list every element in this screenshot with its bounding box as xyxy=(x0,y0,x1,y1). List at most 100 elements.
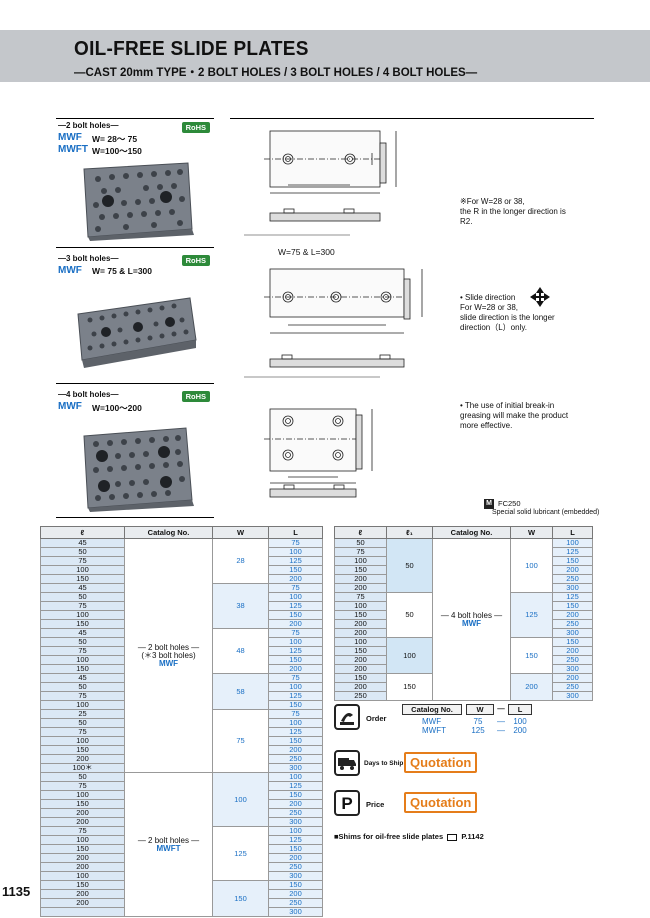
note-slide-direction: • Slide direction For W=28 or 38, slide … xyxy=(460,293,555,332)
shims-note-text: ■Shims for oil-free slide plates xyxy=(334,832,444,841)
cell-w: 48 xyxy=(212,628,269,674)
page-subtitle: —CAST 20mm TYPE・2 BOLT HOLES / 3 BOLT HO… xyxy=(74,67,478,79)
catalog-name: MWF xyxy=(158,658,179,668)
order-w: 75 xyxy=(473,717,483,726)
material-note: Special solid lubricant (embedded) xyxy=(492,509,600,516)
col-header-w: W xyxy=(212,526,269,539)
plate-photo-3-bolt xyxy=(77,297,197,368)
shims-ref-link[interactable]: P.1142 xyxy=(461,832,484,841)
material-icon: M xyxy=(484,499,494,509)
col-header-l: ℓ xyxy=(40,526,125,539)
catalog-line: — 2 bolt holes — xyxy=(137,642,200,652)
order-label: Order xyxy=(366,714,387,723)
order-header-sep: — xyxy=(497,704,505,713)
col-header-L: L xyxy=(268,526,323,539)
product-dim: W=100～150 xyxy=(92,146,142,156)
product-dim: W= 28～ 75 xyxy=(92,134,138,144)
catalog-line: (＊3 bolt holes) xyxy=(141,650,196,660)
note-break-in: • The use of initial break-in greasing w… xyxy=(460,401,569,430)
cell-l1: 50 xyxy=(386,538,433,593)
cell-l: 200 xyxy=(40,898,125,908)
days-to-ship-label: Days to Ship xyxy=(364,760,404,767)
product-dim: W= 75 & L=300 xyxy=(92,266,153,276)
drawing-area: W=75 & L=300 ※For W=28 or 38, the R in t… xyxy=(230,118,599,520)
cell-w: 38 xyxy=(212,583,269,629)
col-header-w: W xyxy=(510,526,553,539)
product-label: —3 bolt holes— xyxy=(58,254,119,263)
cell-w: 200 xyxy=(510,673,553,701)
cell-l1: 100 xyxy=(386,637,433,674)
col-header-l1: ℓ₁ xyxy=(386,526,433,539)
title-bar xyxy=(0,30,650,82)
order-header-w: W xyxy=(466,704,494,715)
technical-drawing xyxy=(244,130,550,498)
cell-w: 125 xyxy=(212,826,269,881)
order-header-catalog: Catalog No. xyxy=(402,704,462,715)
product-panel-4-bolt: —4 bolt holes— RoHS MWF W=100～200 xyxy=(56,388,214,518)
price-value: Quotation xyxy=(404,792,478,813)
reference-arrow-icon xyxy=(447,833,458,841)
col-header-catalog: Catalog No. xyxy=(124,526,213,539)
cell-l1: 50 xyxy=(386,592,433,638)
table-row: 250 300 xyxy=(334,691,593,701)
product-panel-2-bolt: —2 bolt holes— RoHS MWF W= 28～ 75 MWFT W… xyxy=(56,118,214,248)
product-label: —2 bolt holes— xyxy=(58,121,119,130)
catalog-name: MWF xyxy=(461,618,482,628)
cell-w: 100 xyxy=(212,772,269,827)
rohs-badge: RoHS xyxy=(181,255,210,266)
cell-w: 150 xyxy=(510,637,553,674)
plate-photo-4-bolt xyxy=(83,427,194,512)
rohs-badge: RoHS xyxy=(181,391,210,402)
plate-photo-2-bolt xyxy=(83,162,194,241)
cell-w: 75 xyxy=(212,709,269,773)
product-name: MWF xyxy=(58,132,82,143)
order-w: 125 xyxy=(471,726,485,735)
cell-w: 150 xyxy=(212,880,269,917)
cell-L: 300 xyxy=(552,691,593,701)
order-sep: — xyxy=(497,726,505,735)
drawing-caption: W=75 & L=300 xyxy=(278,247,335,257)
order-cat: MWF xyxy=(422,717,442,726)
cell-catalog: — 2 bolt holes —(＊3 bolt holes)MWF xyxy=(124,538,213,773)
order-cat: MWFT xyxy=(422,726,446,735)
product-label: —4 bolt holes— xyxy=(58,390,119,399)
table-row: 300 xyxy=(40,907,323,917)
price-icon: P xyxy=(334,790,360,816)
slide-direction-icon xyxy=(530,287,550,307)
product-panel-3-bolt: —3 bolt holes— RoHS MWF W= 75 & L=300 xyxy=(56,252,214,384)
cell-w: 100 xyxy=(510,538,553,593)
order-l: 200 xyxy=(513,726,527,735)
days-to-ship-value: Quotation xyxy=(404,752,478,773)
truck-icon xyxy=(334,750,360,776)
product-dim: W=100～200 xyxy=(92,403,142,413)
cell-w: 28 xyxy=(212,538,269,584)
cell-l: 250 xyxy=(334,691,387,701)
order-example: Catalog No. W — L MWF 75 — 100 MWFT 125 … xyxy=(402,704,536,735)
note-r-direction: ※For W=28 or 38, the R in the longer dir… xyxy=(460,197,566,226)
material-title: FC250 xyxy=(498,499,521,508)
col-header-l: ℓ xyxy=(334,526,387,539)
cell-l xyxy=(40,907,125,917)
page-number: 1135 xyxy=(2,884,31,899)
product-name: MWF xyxy=(58,401,82,412)
col-header-L: L xyxy=(552,526,593,539)
catalog-line: — 2 bolt holes — xyxy=(137,835,200,845)
page-title: OIL-FREE SLIDE PLATES xyxy=(74,38,309,60)
cell-l1: 150 xyxy=(386,673,433,701)
order-header-L: L xyxy=(508,704,532,715)
cell-catalog: — 4 bolt holes —MWF xyxy=(432,538,511,701)
price-label: Price xyxy=(366,800,385,809)
rohs-badge: RoHS xyxy=(181,122,210,133)
